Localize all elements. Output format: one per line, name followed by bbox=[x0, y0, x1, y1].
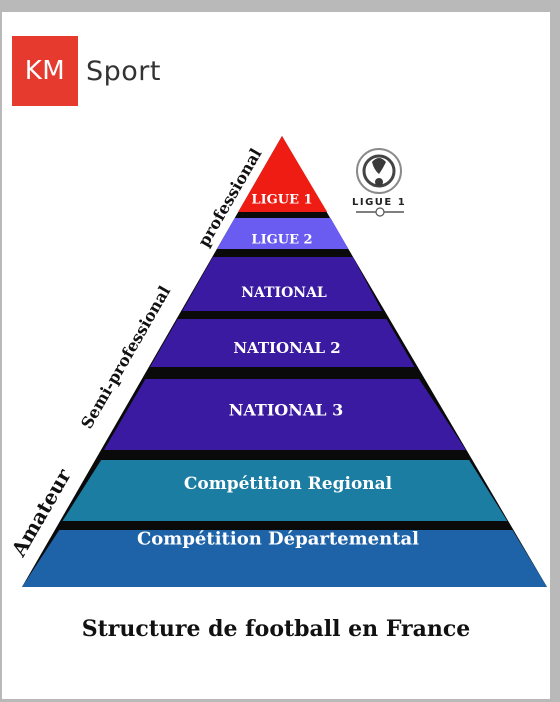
level-national3-label: NATIONAL 3 bbox=[229, 401, 343, 420]
ligue1-logo-text: LIGUE 1 bbox=[352, 197, 406, 208]
level-ligue1-band bbox=[238, 136, 328, 212]
footer-title: Structure de football en France bbox=[81, 616, 471, 642]
km-sport-logo: KM Sport bbox=[12, 36, 161, 106]
infographic-page: KM Sport LIGUE 1 LIGUE 2 NATIONAL NATION… bbox=[2, 12, 550, 699]
level-national-label: NATIONAL bbox=[241, 285, 327, 301]
football-pyramid: LIGUE 1 LIGUE 2 NATIONAL NATIONAL 2 NATI… bbox=[6, 136, 547, 587]
level-regional-band bbox=[62, 460, 508, 521]
level-national3-band bbox=[104, 379, 466, 450]
level-departemental-band bbox=[22, 530, 547, 587]
logo-abbr: KM bbox=[12, 36, 78, 106]
level-national-band bbox=[182, 257, 382, 311]
level-national2-band bbox=[150, 319, 415, 367]
level-departemental-label: Compétition Départemental bbox=[137, 529, 419, 550]
ligue1-logo: LIGUE 1 bbox=[352, 148, 406, 217]
level-ligue1-label: LIGUE 1 bbox=[251, 193, 312, 208]
level-regional-label: Compétition Regional bbox=[184, 474, 393, 494]
level-ligue2-label: LIGUE 2 bbox=[251, 233, 312, 248]
level-national2-label: NATIONAL 2 bbox=[233, 339, 340, 357]
level-ligue2-band bbox=[216, 218, 349, 249]
logo-name: Sport bbox=[86, 55, 161, 87]
